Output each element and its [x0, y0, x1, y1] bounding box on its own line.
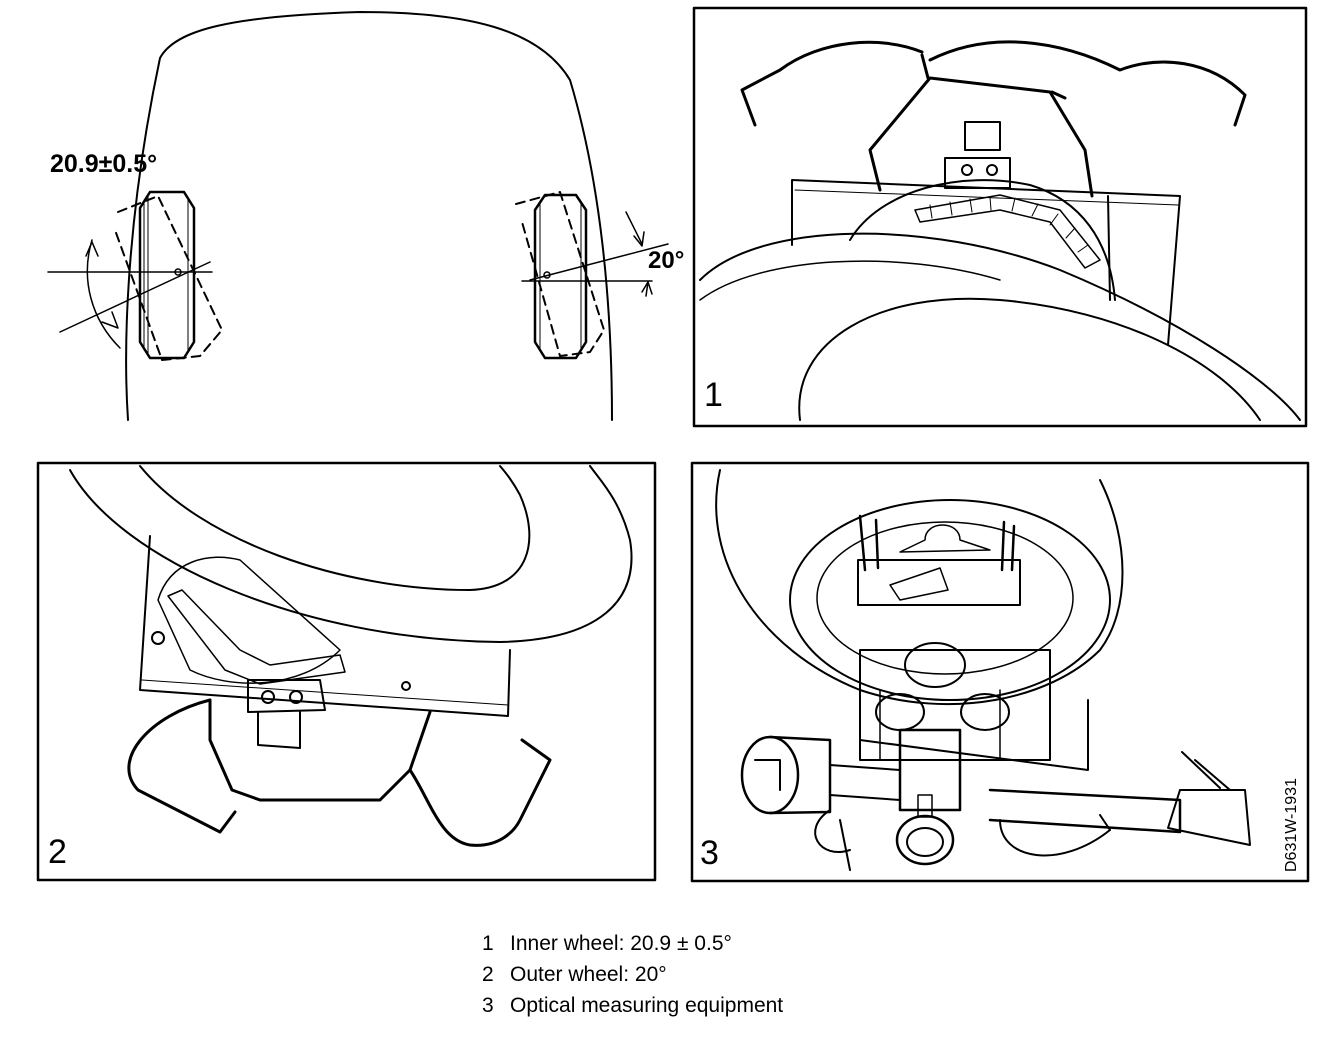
tyre-tread — [143, 195, 189, 355]
panel-3-frame — [690, 461, 1310, 883]
panel-1-frame — [692, 6, 1308, 428]
panel-3 — [690, 461, 1310, 883]
figure-code: D631W-1931 — [1283, 778, 1300, 872]
legend-item: 3 Optical measuring equipment — [482, 990, 783, 1021]
inner-angle-label: 20.9±0.5° — [50, 150, 158, 178]
legend-number: 3 — [482, 994, 494, 1017]
vehicle-top-view — [125, 11, 613, 421]
panel-2-number: 2 — [48, 833, 67, 871]
legend-number: 1 — [482, 932, 494, 955]
inner-wheel-turned-centerline — [59, 261, 211, 333]
inner-wheel-turned-outline — [114, 195, 223, 361]
outer-angle-label: 20° — [648, 247, 685, 274]
outer-wheel-turned-centerline — [529, 243, 669, 281]
legend-item: 2 Outer wheel: 20° — [482, 959, 783, 990]
panel-1-number: 1 — [704, 376, 723, 414]
legend-text: Outer wheel: 20° — [510, 963, 667, 986]
outer-wheel-diagram — [515, 191, 669, 360]
panel-2-frame — [36, 461, 657, 882]
panel-3-number: 3 — [700, 834, 719, 872]
panel-2 — [36, 461, 657, 882]
vehicle-body-outline — [125, 11, 613, 421]
panel-1 — [692, 6, 1308, 428]
legend-text: Optical measuring equipment — [510, 994, 784, 1017]
legend-item: 1 Inner wheel: 20.9 ± 0.5° — [482, 928, 783, 959]
legend-text: Inner wheel: 20.9 ± 0.5° — [510, 932, 732, 955]
outer-wheel-turned-outline — [515, 191, 605, 357]
legend: 1 Inner wheel: 20.9 ± 0.5° 2 Outer wheel… — [482, 928, 783, 1021]
outer-wheel-tyre — [533, 193, 588, 360]
inner-angle-arc — [86, 239, 121, 349]
legend-number: 2 — [482, 963, 494, 986]
inner-wheel-diagram — [47, 190, 223, 361]
tyre-tread — [539, 201, 582, 351]
